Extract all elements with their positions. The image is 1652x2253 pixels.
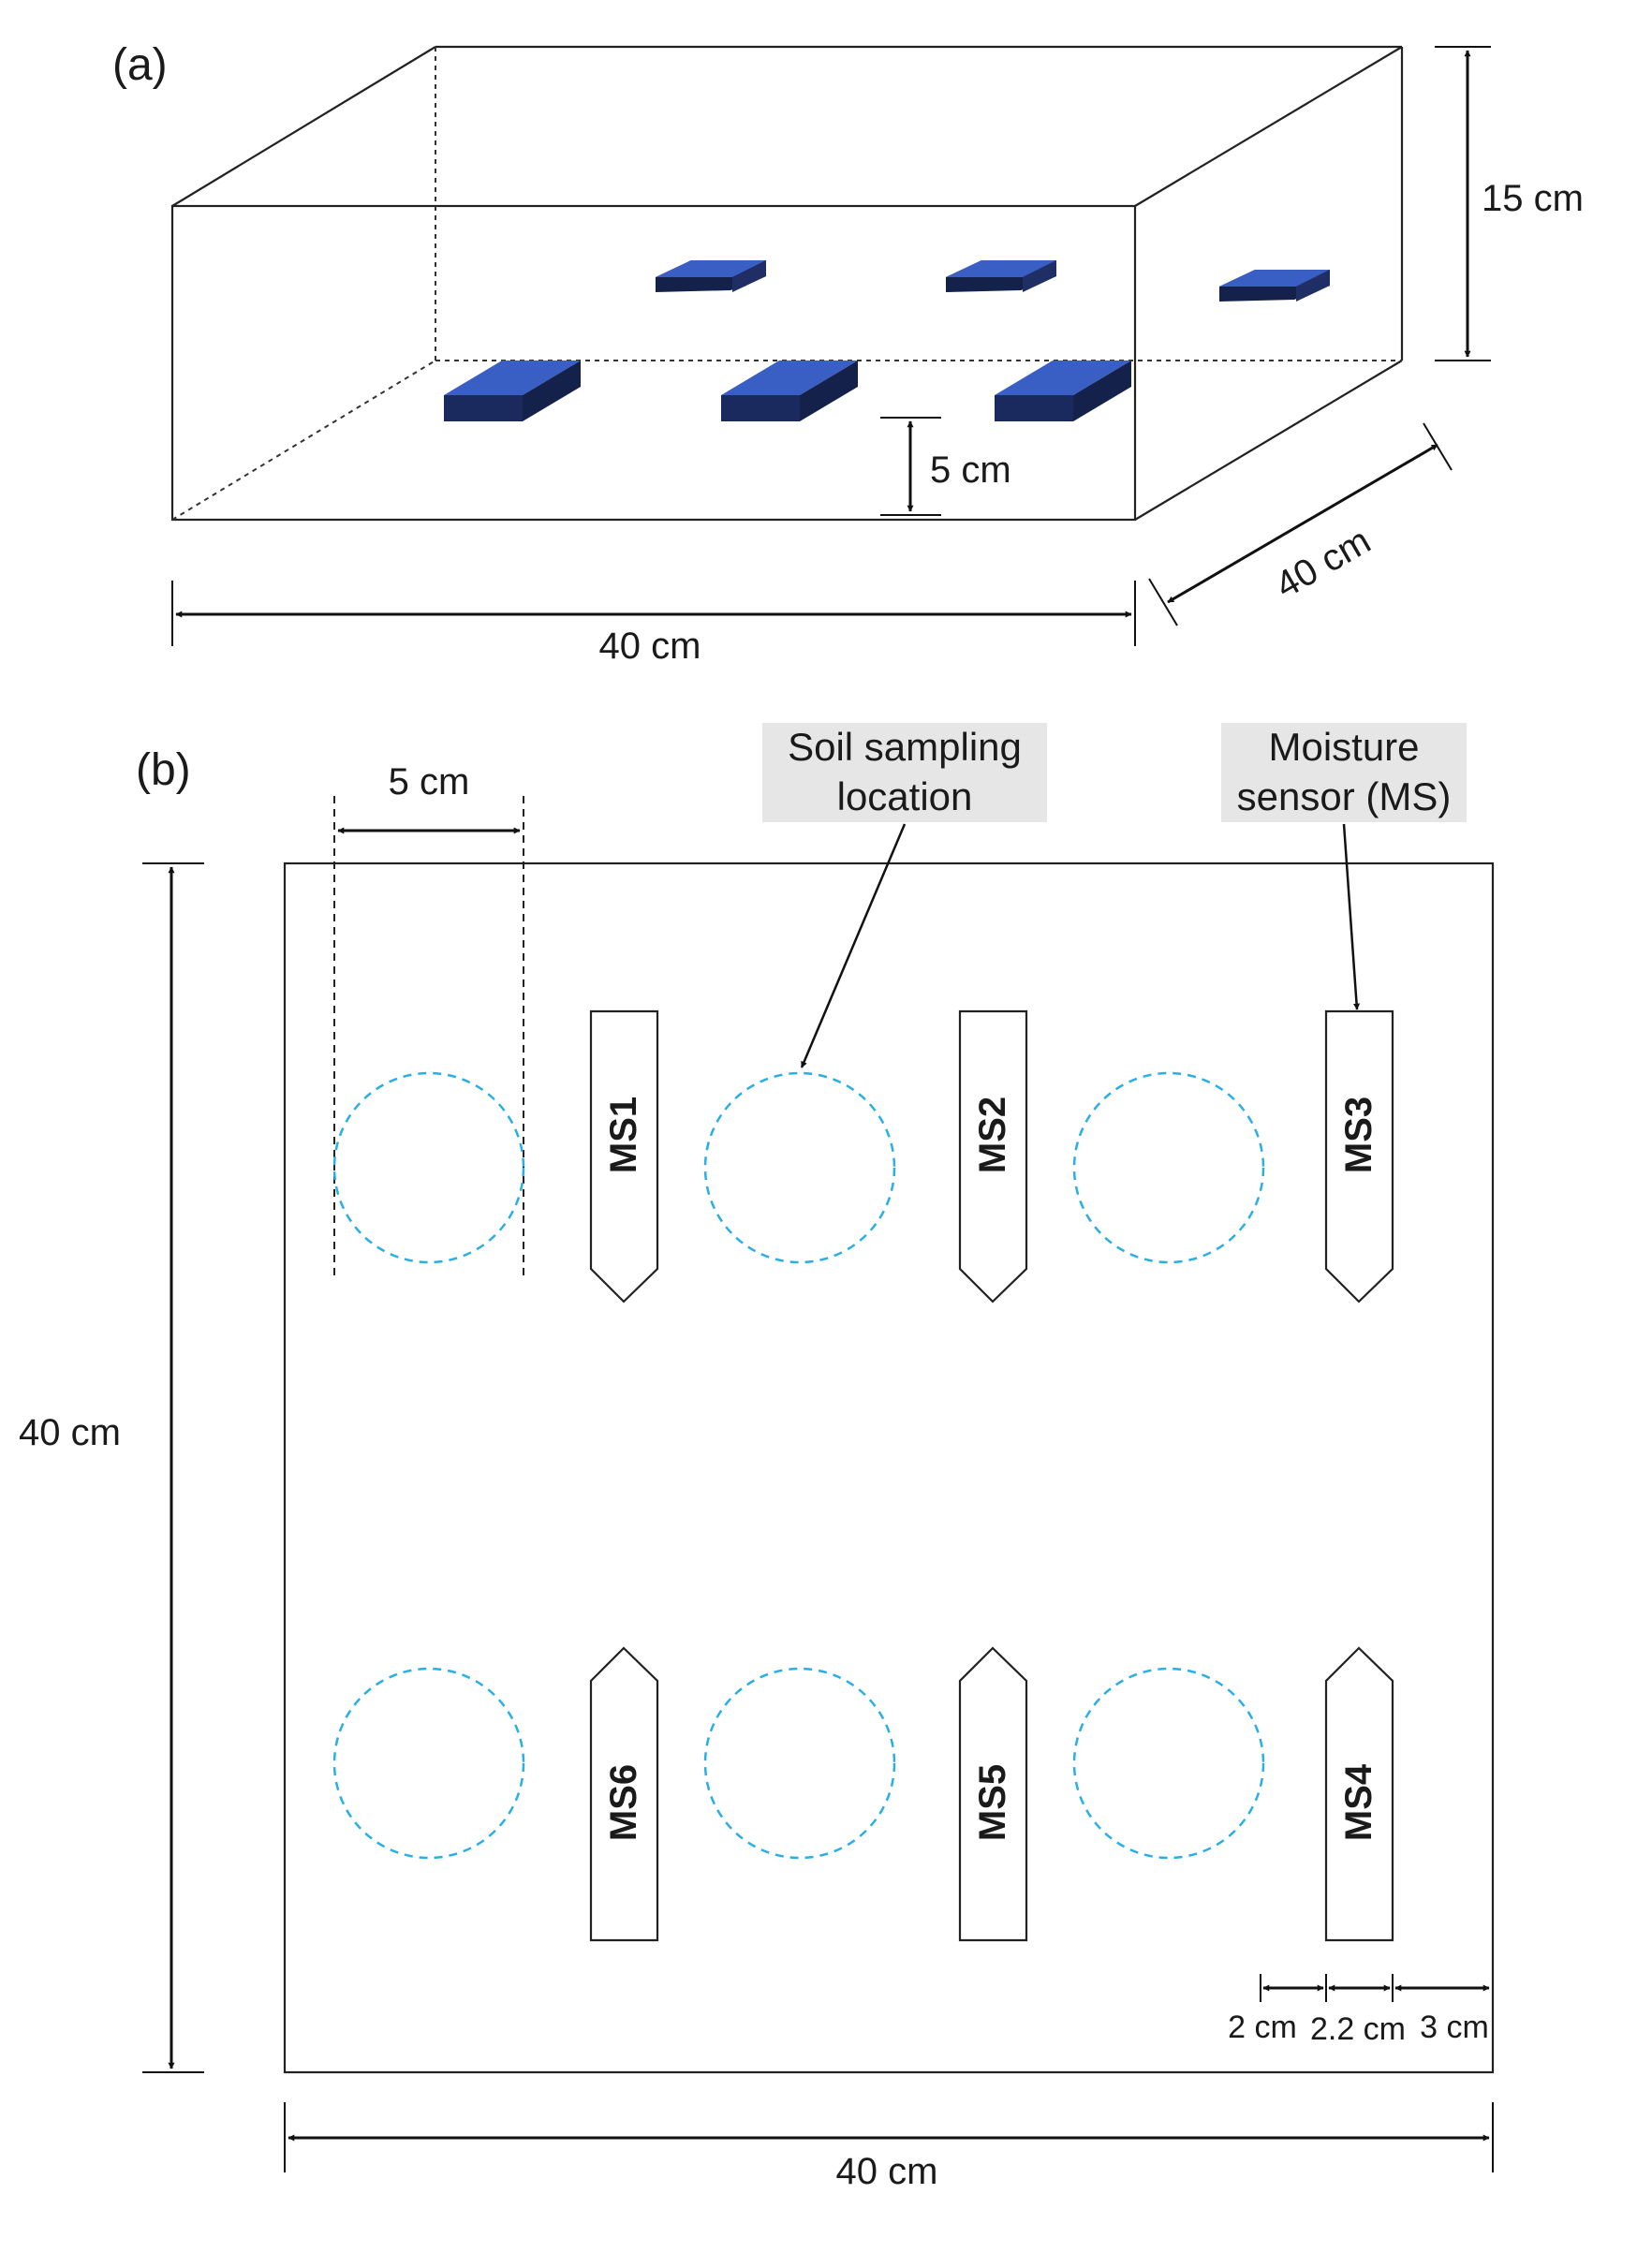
sampling-circle	[703, 1667, 896, 1860]
spacing-label-2-2cm: 2.2 cm	[1310, 2011, 1406, 2047]
dim-height-label-b: 40 cm	[19, 1412, 121, 1453]
dim-circle-width-5cm: 5 cm	[333, 761, 524, 1278]
sensor-block-back-3	[1219, 270, 1330, 302]
svg-text:Moisture: Moisture	[1268, 725, 1419, 769]
sampling-circle	[332, 1071, 525, 1264]
sampling-circle	[703, 1071, 896, 1264]
sensor-block-front-1	[444, 361, 581, 421]
sampling-locations	[332, 1071, 1265, 1860]
svg-text:sensor (MS): sensor (MS)	[1237, 774, 1452, 818]
sensor-ms4: MS4	[1324, 1646, 1394, 1942]
sampling-circle	[332, 1667, 525, 1860]
callout-soil-sampling: Soil sampling location	[762, 723, 1047, 1068]
sensor-blocks-3d	[444, 260, 1330, 421]
sensor-block-front-3	[995, 361, 1131, 421]
dim-width-40cm: 40 cm	[171, 581, 1136, 667]
svg-text:MS1: MS1	[603, 1097, 644, 1173]
svg-text:MS2: MS2	[972, 1097, 1013, 1173]
spacing-label-2cm: 2 cm	[1228, 2010, 1297, 2045]
svg-text:MS4: MS4	[1338, 1763, 1379, 1841]
sensor-ms3: MS3	[1324, 1009, 1394, 1303]
dim-height-15cm: 15 cm	[1435, 46, 1584, 361]
dim-circle-width-label: 5 cm	[389, 761, 470, 803]
sensor-ms1: MS1	[589, 1009, 659, 1303]
sensor-ms2: MS2	[958, 1009, 1028, 1303]
dim-sensor-depth-5cm: 5 cm	[880, 417, 1011, 516]
svg-text:MS5: MS5	[972, 1764, 1013, 1841]
svg-text:location: location	[837, 774, 973, 818]
sampling-circle	[1072, 1667, 1265, 1860]
soil-box-3d	[170, 45, 1404, 522]
sensor-block-front-2	[721, 361, 858, 421]
panel-b-label: (b)	[136, 745, 191, 795]
sensor-block-back-1	[656, 260, 766, 292]
dim-height-label: 15 cm	[1482, 178, 1584, 219]
sensor-ms6: MS6	[589, 1646, 659, 1942]
sensors-bottom-row: MS6 MS5 MS4	[589, 1646, 1394, 1942]
svg-text:MS3: MS3	[1338, 1097, 1379, 1173]
top-view-box	[283, 861, 1495, 2074]
sampling-circle	[1072, 1071, 1265, 1264]
dim-height-40cm: 40 cm	[19, 862, 204, 2073]
sensor-ms5: MS5	[958, 1646, 1028, 1942]
dim-sensor-depth-label: 5 cm	[930, 449, 1011, 491]
dim-sensor-spacing: 2 cm 2.2 cm 3 cm	[1228, 1974, 1490, 2047]
dim-width-label: 40 cm	[599, 626, 701, 667]
sensor-block-back-2	[946, 260, 1056, 292]
panel-b: (b) 5 cm MS1 MS2	[19, 723, 1495, 2192]
svg-text:Soil sampling: Soil sampling	[788, 725, 1022, 769]
spacing-label-3cm: 3 cm	[1420, 2010, 1489, 2045]
panel-a: (a)	[112, 40, 1584, 667]
dim-depth-40cm: 40 cm	[1148, 422, 1453, 626]
callout-moisture-sensor: Moisture sensor (MS)	[1221, 723, 1467, 1010]
dim-width-label-b: 40 cm	[836, 2151, 938, 2192]
svg-text:MS6: MS6	[603, 1764, 644, 1841]
sensors-top-row: MS1 MS2 MS3	[589, 1009, 1394, 1303]
panel-a-label: (a)	[112, 40, 168, 90]
dim-width-40cm-b: 40 cm	[284, 2102, 1494, 2192]
